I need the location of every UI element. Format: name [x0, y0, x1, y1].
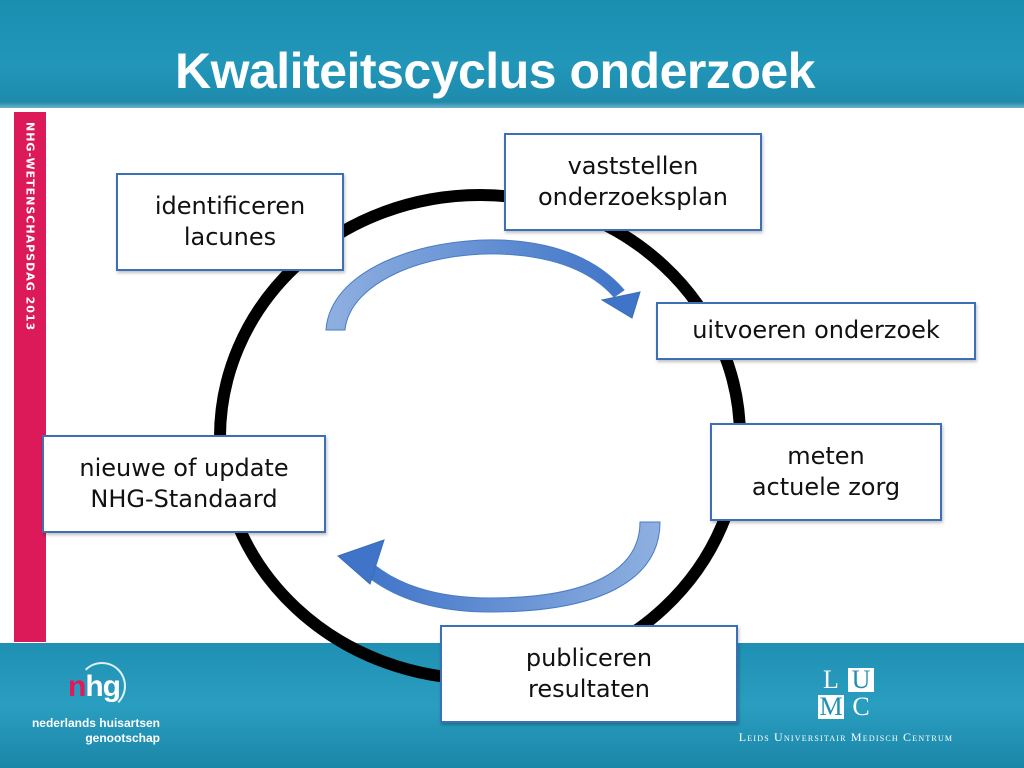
- lumc-letter-m: M: [818, 692, 844, 721]
- lumc-letter-u: U: [848, 665, 874, 694]
- top-curved-arrow: [325, 239, 641, 331]
- step-box-uitvoeren-onderzoek: uitvoeren onderzoek: [656, 302, 976, 360]
- bottom-curved-arrow: [337, 521, 661, 613]
- step-box-identificeren-lacunes: identificeren lacunes: [116, 173, 344, 271]
- lumc-letter-c: C: [852, 692, 870, 721]
- step-box-nieuwe-of-update-nhg-standaard: nieuwe of update NHG-Standaard: [42, 435, 326, 533]
- step-box-vaststellen-onderzoeksplan: vaststellen onderzoeksplan: [504, 133, 762, 231]
- side-strip: [14, 112, 46, 642]
- lumc-letter-l: L: [823, 665, 839, 694]
- nhg-logo-mark: nhg: [68, 670, 121, 703]
- slide-title: Kwaliteitscyclus onderzoek: [174, 43, 816, 99]
- step-box-meten-actuele-zorg: meten actuele zorg: [710, 423, 942, 521]
- nhg-logo-name: nederlands huisartsen genootschap: [31, 716, 160, 745]
- step-box-publiceren-resultaten: publiceren resultaten: [440, 625, 738, 723]
- lumc-logo-name: Leids Universitair Medisch Centrum: [738, 730, 954, 744]
- lumc-logo-mark: L U M C: [818, 665, 878, 721]
- title-band: [0, 0, 1024, 108]
- nhg-logo-ring-icon: [78, 662, 126, 710]
- nhg-logo: nhg nederlands huisartsen genootschap: [16, 660, 176, 750]
